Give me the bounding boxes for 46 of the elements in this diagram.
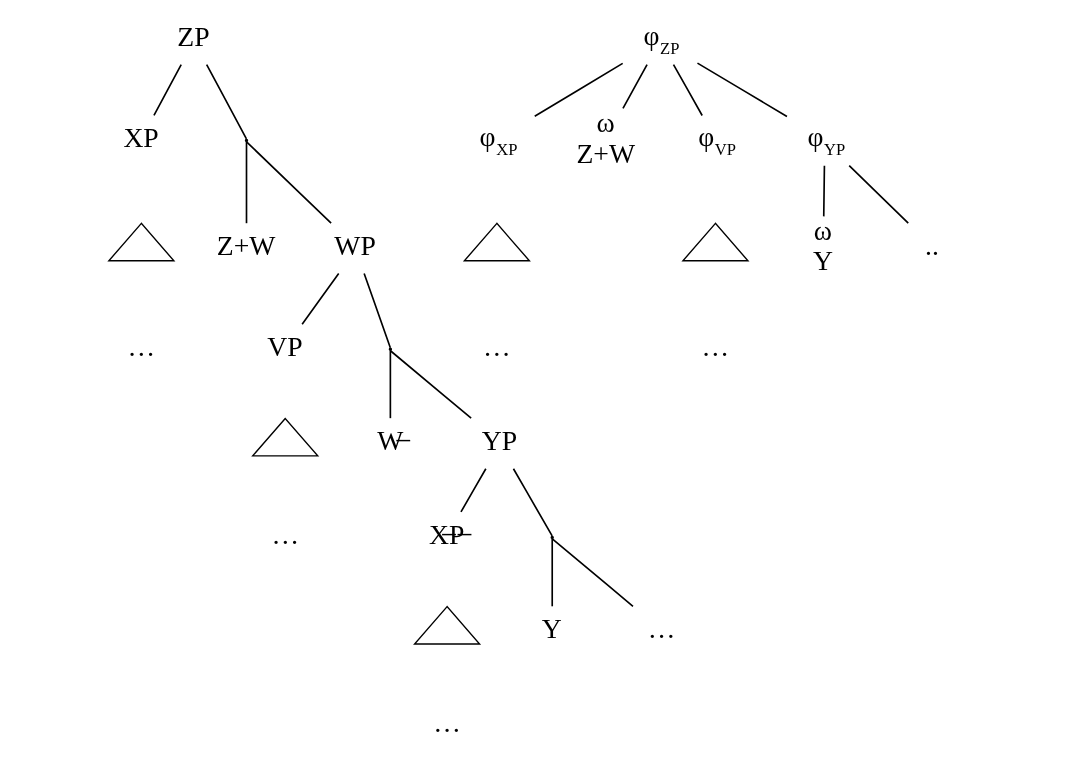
node-triangle: [413, 605, 482, 645]
node-text: YP: [481, 424, 518, 456]
connector: [512, 467, 553, 537]
connector: [696, 61, 788, 117]
connector: [205, 63, 248, 140]
node-text: WP: [334, 229, 376, 261]
connector: [672, 63, 703, 116]
node-text: φ$_{YP}$: [807, 120, 846, 159]
connector: [245, 140, 332, 224]
node-label: …: [127, 330, 156, 362]
node-text: Z+W: [216, 229, 276, 261]
connector: [622, 63, 648, 109]
node-text: ω Z+W: [576, 106, 636, 169]
node-text: …: [647, 612, 676, 644]
connector: [153, 63, 183, 116]
node-point: [550, 535, 554, 539]
connector: [551, 537, 554, 607]
node-triangle: [681, 221, 750, 261]
node-label: …: [433, 706, 461, 738]
node-text: ..: [925, 229, 939, 261]
connector: [460, 467, 487, 513]
node-point: [244, 138, 249, 142]
node-text: φ$_{XP}$: [479, 120, 518, 159]
node-triangle: [251, 416, 320, 456]
connector: [848, 164, 910, 224]
connector: [822, 164, 826, 217]
connector: [551, 537, 634, 607]
node-label: …: [483, 330, 511, 362]
connector: [363, 272, 392, 349]
node-text: φ$_{ZP}$: [643, 19, 680, 58]
node-point: [388, 347, 393, 351]
node-text: ω Y: [812, 214, 833, 276]
connector: [245, 140, 248, 224]
connector: [389, 349, 392, 419]
connector: [301, 272, 340, 325]
connector: [533, 62, 624, 117]
node-triangle: [462, 221, 531, 261]
connector: [389, 349, 472, 419]
node-text: ZP: [177, 20, 210, 52]
node-text: XP: [123, 121, 159, 153]
node-text: VP: [267, 330, 303, 362]
node-label: …: [271, 518, 300, 550]
node-text: φ$_{VP}$: [698, 120, 736, 159]
node-label: …: [701, 330, 730, 362]
node-triangle: [107, 221, 176, 261]
node-text: Y: [541, 612, 562, 644]
